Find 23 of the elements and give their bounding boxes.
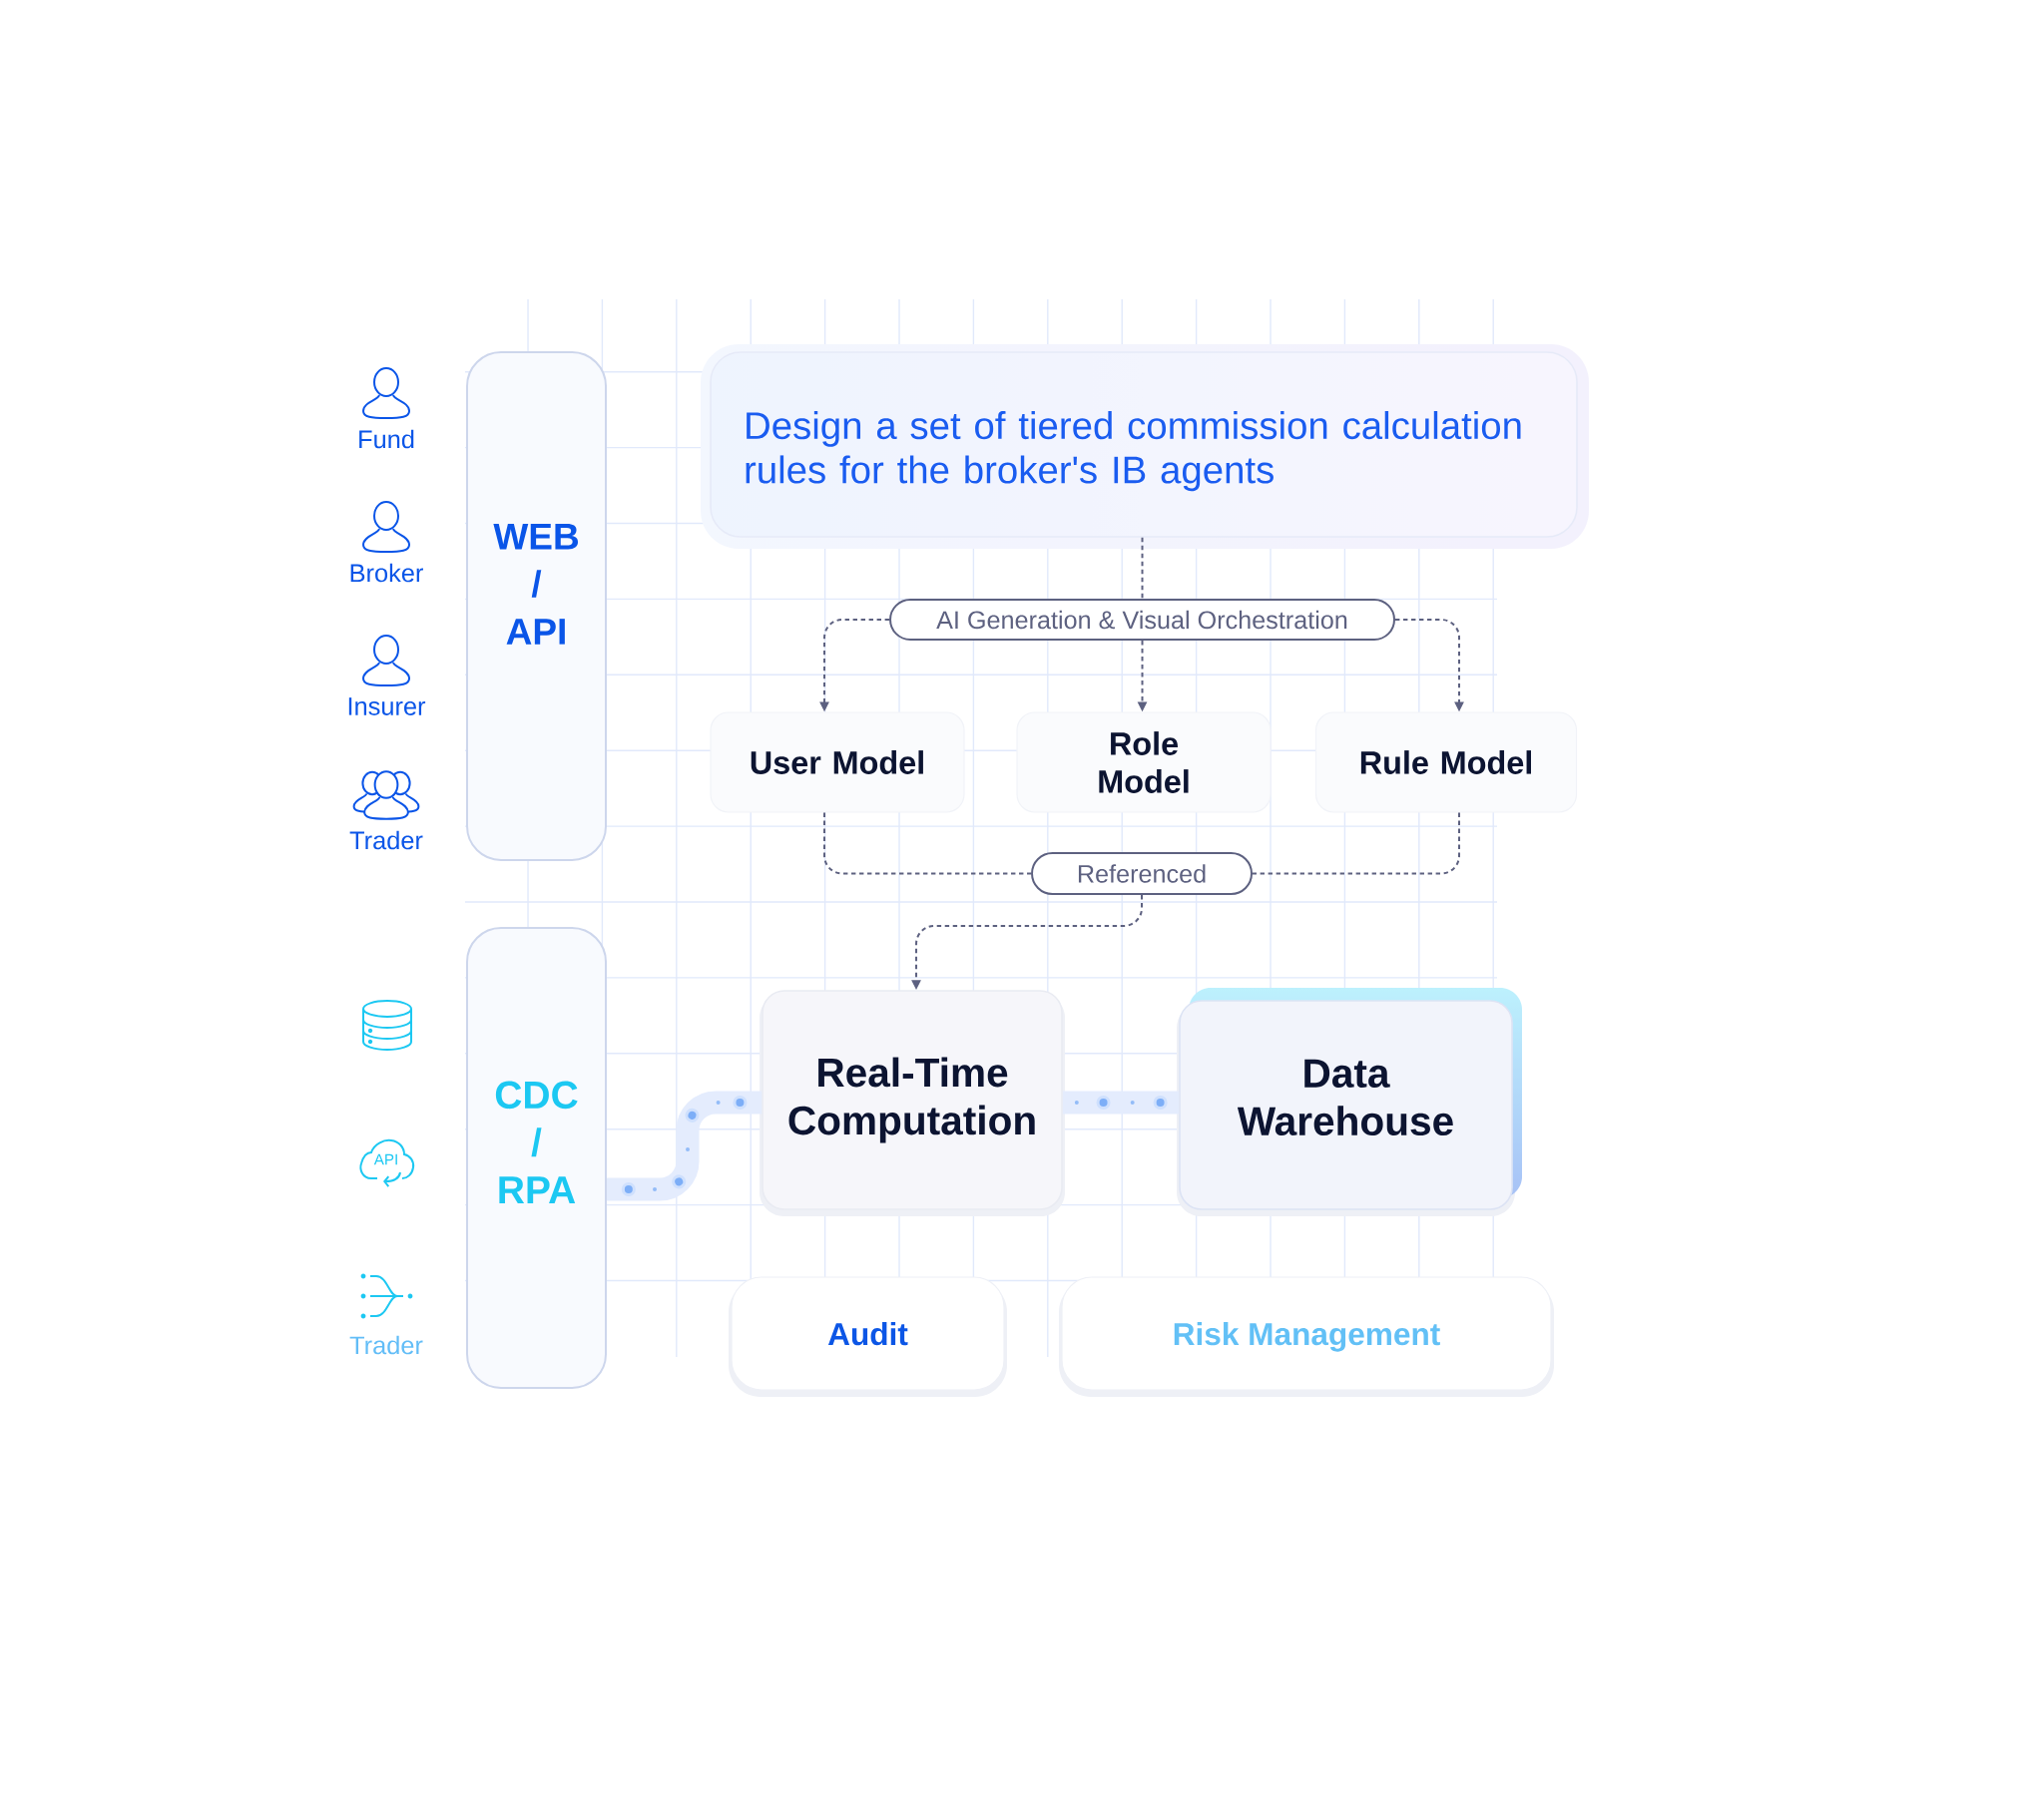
module-card: Risk Management — [1059, 1276, 1554, 1397]
process-pill: Referenced — [1031, 852, 1253, 895]
dashed-line — [1252, 811, 1460, 875]
icon-label: Trader — [349, 1335, 423, 1355]
icon-label: Fund — [359, 429, 414, 449]
data-pipe — [1062, 1091, 1180, 1115]
icon-label: Broker — [350, 563, 423, 583]
data-pipe — [607, 1091, 763, 1201]
dashed-line — [823, 811, 1032, 875]
process-box: Data Warehouse — [1177, 988, 1522, 1216]
process-pill: AI Generation & Visual Orchestration — [889, 599, 1395, 641]
channel-panel: WEB / API — [466, 351, 607, 861]
icon-text: API — [373, 1153, 397, 1165]
icon-label: Insurer — [348, 697, 426, 715]
prompt-box: Design a set of tiered commission calculation rules for the broker's IB agents — [710, 351, 1578, 538]
module-card: Audit — [729, 1276, 1007, 1397]
process-box: Real-Time Computation — [760, 990, 1065, 1216]
model-box: User Model — [710, 711, 965, 813]
icon-label: Trader — [349, 830, 423, 850]
model-box: Rule Model — [1314, 711, 1578, 813]
dashed-line — [1141, 536, 1144, 600]
channel-panel: CDC / RPA — [466, 927, 607, 1389]
model-box: Role Model — [1016, 711, 1272, 813]
